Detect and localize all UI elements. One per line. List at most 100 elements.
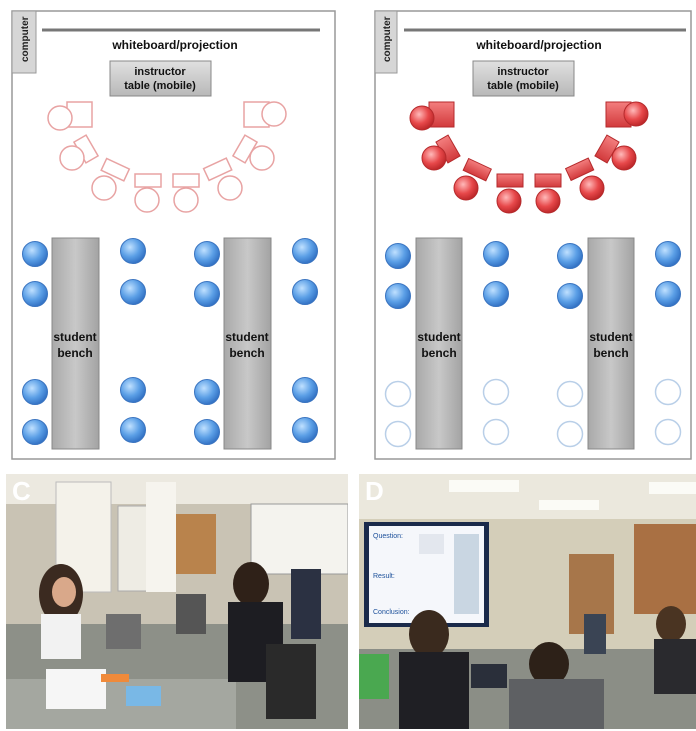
ceiling-light — [449, 480, 519, 492]
instructor-table — [472, 60, 575, 97]
occupied-seats — [385, 241, 681, 309]
pale-desk-arc — [47, 101, 287, 213]
panel-b-classroom-layout: computer whiteboard/projection instructo… — [356, 0, 696, 462]
student-seat — [194, 379, 220, 405]
red-chair — [623, 101, 649, 127]
student-bench-left — [51, 237, 100, 450]
bench-left-label-line1: student — [53, 330, 96, 344]
student-seat — [194, 281, 220, 307]
student-body — [399, 652, 469, 729]
bench-right-label-line2: bench — [593, 346, 628, 360]
pale-chair — [59, 145, 85, 171]
laptop — [471, 664, 507, 688]
student-body-3 — [654, 639, 696, 694]
pipette-box — [126, 686, 161, 706]
red-chair — [496, 188, 522, 214]
student-seat — [557, 243, 583, 269]
panel-c-photo: C — [6, 474, 348, 729]
red-desk — [496, 173, 524, 188]
instructor-table-label-line1: instructor — [134, 66, 186, 78]
instructor-table-label-line1: instructor — [497, 66, 549, 78]
student-seat — [292, 377, 318, 403]
chair — [266, 644, 316, 719]
green-shirt — [359, 654, 389, 699]
empty-seat — [556, 420, 584, 448]
student-seat — [385, 243, 411, 269]
microscope — [176, 594, 206, 634]
red-desk — [534, 173, 562, 188]
bench-right-label-line1: student — [225, 330, 268, 344]
panel-a-diagram: computer whiteboard/projection instructo… — [11, 10, 336, 460]
panel-c-label: C — [12, 476, 31, 506]
screen-textbox — [419, 534, 444, 554]
whiteboard-label: whiteboard/projection — [111, 38, 237, 52]
student-seat — [120, 377, 146, 403]
classroom-photo-illustration: Question: Result: Conclusion: — [359, 474, 696, 729]
bench-right-label-line1: student — [589, 330, 632, 344]
empty-seat — [654, 378, 682, 406]
pale-chair — [47, 105, 73, 131]
whiteboard-label: whiteboard/projection — [475, 38, 601, 52]
student-seat — [292, 417, 318, 443]
student-bench-right — [587, 237, 635, 450]
panel-d-label: D — [365, 476, 384, 506]
student-seat — [557, 283, 583, 309]
instructor-table — [109, 60, 212, 97]
instructor-table-label-line2: table (mobile) — [124, 80, 196, 92]
red-chair — [535, 188, 561, 214]
student-seat — [120, 238, 146, 264]
empty-seat — [482, 378, 510, 406]
student-seat — [22, 419, 48, 445]
pale-chair — [91, 175, 117, 201]
student-head-2 — [529, 642, 569, 686]
instructor-table-label-line2: table (mobile) — [487, 80, 559, 92]
student-seat — [655, 281, 681, 307]
student-seat — [292, 279, 318, 305]
student-back — [584, 614, 606, 654]
computer-box — [374, 10, 398, 74]
red-desk-arc — [409, 101, 649, 214]
computer-label: computer — [20, 16, 31, 62]
panel-b-diagram: computer whiteboard/projection instructo… — [374, 10, 692, 460]
student-seat — [292, 238, 318, 264]
screen-question: Question: — [373, 533, 403, 540]
student-seat — [22, 281, 48, 307]
screen-result: Result: — [373, 573, 395, 580]
student-hair-2 — [233, 562, 269, 606]
student-face — [52, 577, 76, 607]
student-shirt-2 — [509, 679, 604, 729]
panel-a-classroom-layout: computer whiteboard/projection instructo… — [0, 0, 340, 462]
student-head — [409, 610, 449, 658]
empty-seat — [482, 418, 510, 446]
red-chair — [453, 175, 479, 201]
orange-tool — [101, 674, 129, 682]
empty-seat — [654, 418, 682, 446]
pale-chair — [249, 145, 275, 171]
empty-seat — [384, 420, 412, 448]
bench-left-label-line2: bench — [421, 346, 456, 360]
red-chair — [409, 105, 435, 131]
computer-box — [11, 10, 37, 74]
student-bench-left — [415, 237, 463, 450]
cabinet — [634, 524, 696, 614]
pale-desk — [134, 173, 162, 188]
student-bench-right — [223, 237, 272, 450]
bench-left-label-line1: student — [417, 330, 460, 344]
microscope-left — [106, 614, 141, 649]
student-seat — [194, 241, 220, 267]
red-desk — [462, 157, 492, 182]
student-seat — [385, 283, 411, 309]
pale-desk — [202, 157, 233, 182]
bench-right-label-line2: bench — [229, 346, 264, 360]
red-chair — [579, 175, 605, 201]
red-chair — [421, 145, 447, 171]
empty-seat — [556, 380, 584, 408]
pale-chair — [261, 101, 287, 127]
lab-photo-illustration — [6, 474, 348, 729]
pale-chair — [217, 175, 243, 201]
student-back — [291, 569, 321, 639]
student-seat — [194, 419, 220, 445]
screen-conclusion: Conclusion: — [373, 609, 410, 616]
student-seats — [22, 238, 318, 445]
ceiling-light-2 — [539, 500, 599, 510]
